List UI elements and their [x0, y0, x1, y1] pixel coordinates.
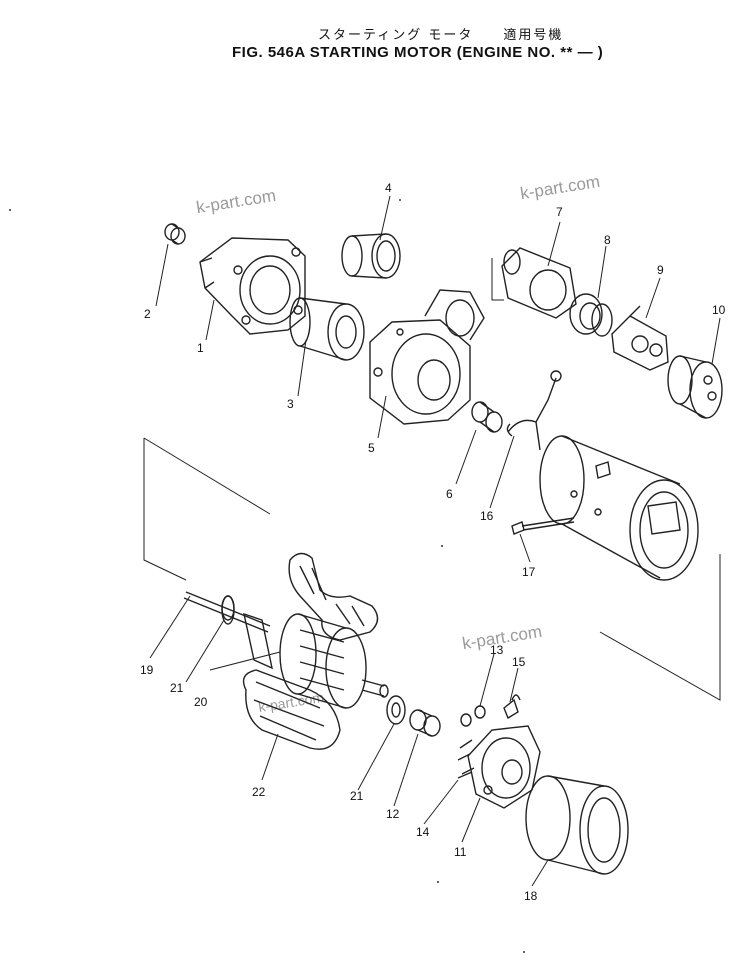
part-18-rear-cover	[525, 775, 629, 875]
figure-title: FIG. 546A STARTING MOTOR (ENGINE NO. ** …	[232, 44, 604, 61]
callout-4: 4	[385, 181, 392, 195]
part-12-bushing	[409, 709, 441, 737]
callout-12: 12	[386, 807, 400, 821]
scan-specks	[9, 199, 525, 953]
callout-17: 17	[522, 565, 536, 579]
part-9-plunger	[611, 305, 669, 371]
part-2-bushing	[164, 223, 186, 245]
callout-11: 11	[454, 845, 467, 859]
leader-lines	[149, 195, 721, 887]
part-13-spring	[460, 705, 486, 727]
part-1-front-housing	[199, 237, 306, 335]
callout-15: 15	[512, 655, 526, 669]
part-7-solenoid-case	[501, 247, 577, 319]
callout-5: 5	[368, 441, 375, 455]
part-17-bolt	[511, 517, 575, 535]
field-coil-upper	[288, 552, 379, 641]
callout-20: 20	[194, 695, 208, 709]
callout-22: 22	[252, 785, 266, 799]
part-10-end-cap	[667, 355, 723, 419]
callout-13: 13	[490, 643, 504, 657]
callout-14: 14	[416, 825, 430, 839]
callout-16: 16	[480, 509, 494, 523]
part-3-clutch	[289, 297, 365, 361]
callout-19: 19	[140, 663, 154, 677]
part-15-brush	[503, 694, 521, 720]
assembly-guide-lines	[143, 258, 721, 701]
figure-title-japanese: スターティング モータ 適用号機	[318, 28, 564, 43]
callout-21: 21	[350, 789, 364, 803]
part-5-gear-housing	[369, 289, 485, 425]
callout-10: 10	[712, 303, 726, 317]
part-22-field-coil	[242, 669, 341, 750]
callout-8: 8	[604, 233, 611, 247]
part-21-washer	[221, 595, 406, 725]
callout-7: 7	[556, 205, 563, 219]
callout-3: 3	[287, 397, 294, 411]
callout-6: 6	[446, 487, 453, 501]
part-6-bushing	[471, 401, 503, 433]
part-4-sleeve	[341, 233, 401, 279]
callout-21: 21	[170, 681, 184, 695]
callout-2: 2	[144, 307, 151, 321]
callout-1: 1	[197, 341, 204, 355]
part-14-screw	[457, 771, 473, 779]
yoke-frame	[539, 435, 699, 581]
part-16-shift-lever	[506, 370, 562, 451]
part-20-armature	[183, 591, 389, 709]
callout-9: 9	[657, 263, 664, 277]
part-11-end-frame	[457, 725, 541, 809]
part-8-ring	[569, 293, 613, 337]
callout-18: 18	[524, 889, 538, 903]
callout-labels: 1 2 3 4 5 6 7 8 9 10 11 12 13 14 15 16 1…	[140, 181, 726, 903]
